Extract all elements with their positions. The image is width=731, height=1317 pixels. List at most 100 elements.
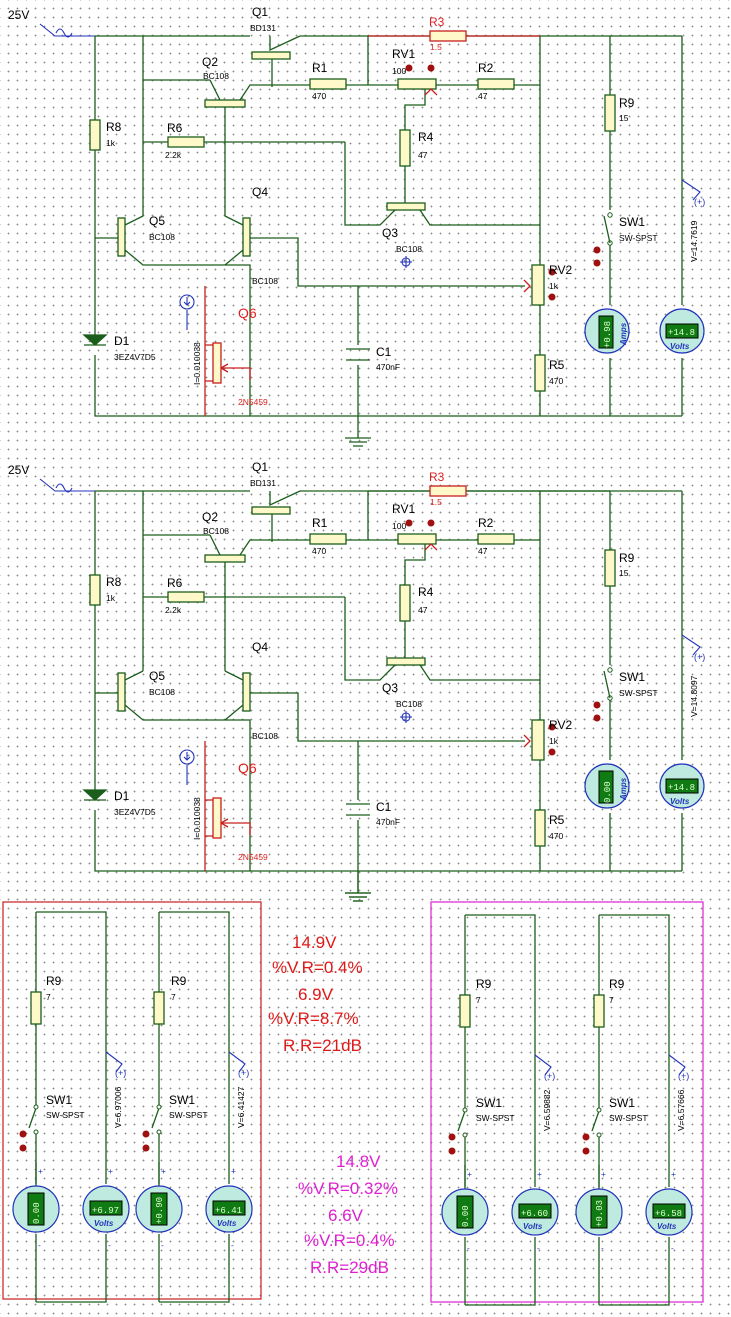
rv1-ref: RV1 [392, 47, 415, 61]
mag-left-probe: V=6.59882 [542, 1089, 552, 1131]
regulator-circuit-bottom: 25V Q1 BD131 Q2 BC108 R3 1.5 R1 470 RV1 … [8, 460, 706, 902]
sw1-ref-2: SW1 [619, 670, 645, 684]
q4-part-2: BC108 [252, 731, 278, 741]
q4-part: BC108 [252, 276, 278, 286]
sw1-part-2: SW-SPST [619, 688, 658, 698]
rv1-value: 100 [392, 66, 406, 76]
q2-ref-2: Q2 [202, 510, 218, 524]
red-left-r9-value: 7 [46, 992, 51, 1002]
red-result-3: 6.9V [298, 985, 334, 1004]
q4-ref: Q4 [252, 185, 268, 199]
q6-part-2: 2N5459 [238, 852, 268, 862]
d1-ref: D1 [114, 334, 130, 348]
magenta-panel-left-module: R9 7 SW1 SW-SPST V=6.59882 0.00 +6.60 Vo… [441, 914, 559, 1306]
r9-value-2: 15 [619, 568, 629, 578]
red-result-2: %V.R=0.4% [272, 958, 363, 977]
magenta-results: 14.8V %V.R=0.32% 6.6V %V.R=0.4% R.R=29dB [298, 1152, 398, 1277]
r9-ref: R9 [619, 96, 635, 110]
q2-part-2: BC108 [203, 526, 229, 536]
r6-ref: R6 [167, 121, 183, 135]
voltage-probe-reading: V=14.7619 [689, 220, 699, 262]
ground-symbol [345, 871, 371, 902]
r5-ref: R5 [549, 358, 565, 372]
red-right-amps: +0.90 [155, 1197, 165, 1224]
r1-ref: R1 [312, 61, 328, 75]
rv1-ref-2: RV1 [392, 502, 415, 516]
red-left-volts-unit: Volts [94, 1219, 114, 1228]
magenta-result-5: R.R=29dB [310, 1258, 389, 1277]
q6-part: 2N5459 [238, 397, 268, 407]
r8-ref-2: R8 [106, 575, 122, 589]
voltmeter-unit-2: Volts [670, 797, 690, 806]
d1-part: 3EZ4V7D5 [114, 352, 156, 362]
q1-part: BD131 [250, 23, 276, 33]
r9-ref-2: R9 [619, 551, 635, 565]
mag-right-probe: V=6.57666 [676, 1089, 686, 1131]
mag-left-volts: +6.60 [521, 1209, 548, 1219]
red-left-amps: 0.00 [32, 1202, 42, 1224]
ammeter-unit-2: Amps [619, 777, 628, 801]
c1-ref-2: C1 [376, 800, 392, 814]
r3-body [429, 30, 467, 42]
magenta-panel-frame [430, 901, 704, 1303]
voltmeter-display-2: +14.8 [668, 783, 695, 793]
red-right-volts-unit: Volts [217, 1219, 237, 1228]
r4-value-2: 47 [418, 605, 428, 615]
r9-value: 15 [619, 113, 629, 123]
red-right-r9-value: 7 [171, 992, 176, 1002]
q6-current-2: I=0.010038 [192, 797, 202, 840]
ammeter-display-2: 0.00 [603, 781, 613, 803]
mag-right-volts-unit: Volts [657, 1222, 677, 1231]
magenta-panel-right-module: R9 7 SW1 SW-SPST V=6.57666 +0.03 +6.58 V… [575, 914, 693, 1306]
d1-part-2: 3EZ4V7D5 [114, 807, 156, 817]
r1-value-2: 470 [312, 546, 326, 556]
r8-value: 1k [106, 138, 116, 148]
q6-current: I=0.010038 [192, 342, 202, 385]
r2-value: 47 [478, 91, 488, 101]
rv2-ref: RV2 [549, 263, 572, 277]
red-right-probe: V=6.41427 [236, 1086, 246, 1128]
red-result-1: 14.9V [292, 933, 337, 952]
red-left-r9: R9 [46, 974, 62, 988]
r1-ref-2: R1 [312, 516, 328, 530]
red-results: 14.9V %V.R=0.4% 6.9V %V.R=8.7% R.R=21dB [268, 933, 363, 1055]
ammeter-display: +0.98 [603, 321, 613, 348]
red-left-volts: +6.97 [92, 1206, 119, 1216]
r1-value: 470 [312, 91, 326, 101]
q2-part: BC108 [203, 71, 229, 81]
magenta-result-3: 6.6V [328, 1206, 364, 1225]
mag-right-r9-value: 7 [609, 995, 614, 1005]
mag-right-r9: R9 [609, 977, 625, 991]
r2-ref: R2 [478, 61, 494, 75]
q2-ref: Q2 [202, 55, 218, 69]
q5-ref-2: Q5 [149, 669, 165, 683]
mag-right-volts: +6.58 [655, 1209, 682, 1219]
magenta-result-2: %V.R=0.32% [298, 1179, 398, 1198]
red-right-r9: R9 [171, 974, 187, 988]
q1-ref: Q1 [252, 5, 268, 19]
mag-left-amps: 0.00 [461, 1205, 471, 1227]
q1-part-2: BD131 [250, 478, 276, 488]
supply-label-2: 25V [8, 463, 29, 477]
mag-left-sw: SW1 [476, 1096, 502, 1110]
rv2-value-2: 1k [549, 736, 559, 746]
r5-ref-2: R5 [549, 813, 565, 827]
r6-value: 2.2k [165, 150, 182, 160]
red-result-5: R.R=21dB [283, 1036, 362, 1055]
sw1-part: SW-SPST [619, 233, 658, 243]
q3-part-2: BC108 [396, 699, 422, 709]
c1-value-2: 470nF [376, 817, 400, 827]
voltage-probe-reading-2: V=14.8097 [689, 675, 699, 717]
r5-value: 470 [549, 376, 563, 386]
r3-value: 1.5 [430, 42, 442, 52]
magenta-result-4: %V.R=0.4% [304, 1231, 395, 1250]
r2-value-2: 47 [478, 546, 488, 556]
c1-value: 470nF [376, 362, 400, 372]
red-left-sw: SW1 [46, 1093, 72, 1107]
q6-ref: Q6 [238, 305, 257, 321]
red-result-4: %V.R=8.7% [268, 1009, 359, 1028]
q1-ref-2: Q1 [252, 460, 268, 474]
sw1-ref: SW1 [619, 215, 645, 229]
r3-ref: R3 [429, 15, 445, 29]
